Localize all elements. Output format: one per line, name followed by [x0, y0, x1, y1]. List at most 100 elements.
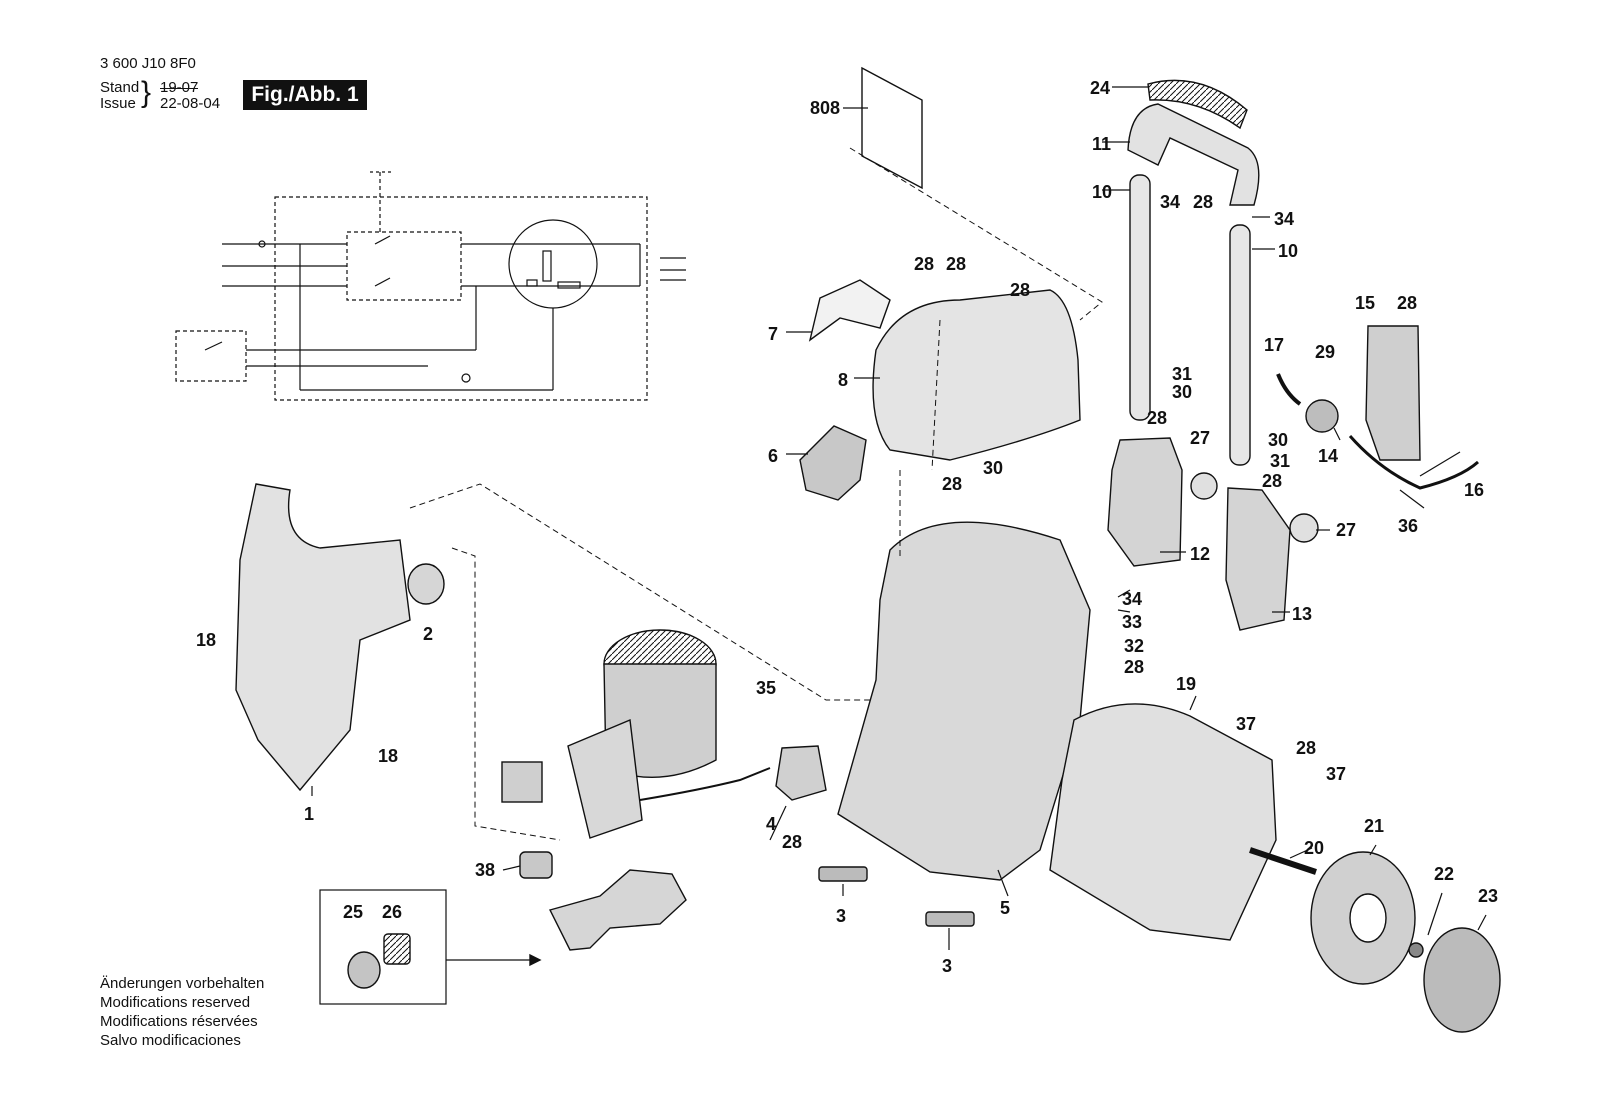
- callout-37: 37: [1236, 714, 1256, 734]
- part-27-roller-b: [1289, 513, 1319, 543]
- part-4-holder: [775, 745, 827, 801]
- callout-15: 15: [1355, 293, 1375, 313]
- part-25-coupling: [347, 951, 381, 989]
- callout-10: 10: [1278, 241, 1298, 261]
- callout-27: 27: [1336, 520, 1356, 540]
- callout-27: 27: [1190, 428, 1210, 448]
- note-line-en: Modifications reserved: [100, 994, 251, 1011]
- callout-33: 33: [1122, 612, 1142, 632]
- part-26-filter: [383, 933, 411, 965]
- assembly-lines: [409, 147, 1103, 841]
- figure-label: Fig./Abb. 1: [243, 80, 367, 110]
- callout-37: 37: [1326, 764, 1346, 784]
- callout-34: 34: [1122, 589, 1142, 609]
- switch-frame: [346, 231, 462, 301]
- callout-34: 34: [1160, 192, 1180, 212]
- part-13-bracket: [1225, 487, 1291, 631]
- callout-28: 28: [1124, 657, 1144, 677]
- part-5-main-frame: [837, 521, 1091, 881]
- callout-38: 38: [475, 860, 495, 880]
- note-line-es: Salvo modificaciones: [100, 1032, 241, 1049]
- part-11-handle: [1127, 103, 1260, 206]
- callout-36: 36: [1398, 516, 1418, 536]
- callout-26: 26: [382, 902, 402, 922]
- callout-10: 10: [1092, 182, 1112, 202]
- callout-28: 28: [1010, 280, 1030, 300]
- part-8-top-housing: [872, 289, 1081, 461]
- callout-30: 30: [983, 458, 1003, 478]
- pump-block: [567, 718, 643, 839]
- part-36-hose: [1348, 435, 1479, 490]
- part-10-tube-left: [1129, 174, 1151, 421]
- callout-29: 29: [1315, 342, 1335, 362]
- callout-2: 2: [423, 624, 433, 644]
- callout-28: 28: [942, 474, 962, 494]
- issue-value: 22-08-04: [160, 95, 221, 112]
- note-line-de: Änderungen vorbehalten: [100, 975, 265, 992]
- callout-28: 28: [914, 254, 934, 274]
- callout-31: 31: [1270, 451, 1290, 471]
- callout-30: 30: [1268, 430, 1288, 450]
- part-7-cover: [808, 279, 891, 342]
- schematic-frame: [274, 196, 648, 401]
- callout-25: 25: [343, 902, 363, 922]
- part-14-gauge: [1305, 399, 1339, 433]
- motor-symbol: [508, 219, 598, 309]
- callout-22: 22: [1434, 864, 1454, 884]
- document-number: 3 600 J10 8F0: [100, 55, 196, 72]
- part-27-roller-a: [1190, 472, 1218, 500]
- callout-28: 28: [1147, 408, 1167, 428]
- part-19-rear-cover: [1049, 703, 1277, 941]
- part-15-plate: [1365, 325, 1421, 461]
- part-3-foot-b: [925, 911, 975, 927]
- callout-19: 19: [1176, 674, 1196, 694]
- part-17-clip: [1276, 373, 1302, 406]
- callout-20: 20: [1304, 838, 1324, 858]
- callout-1: 1: [304, 804, 314, 824]
- callout-18: 18: [196, 630, 216, 650]
- wiring-schematic: [175, 171, 686, 401]
- callouts: 808 24 11 10 34 28 34 10 28 28 28 7 8 6 …: [196, 78, 1498, 976]
- callout-30: 30: [1172, 382, 1192, 402]
- part-10-tube-right: [1229, 224, 1251, 466]
- detail-box-25-26: [319, 889, 447, 1005]
- callout-6: 6: [768, 446, 778, 466]
- callout-11: 11: [1092, 134, 1111, 154]
- callout-5: 5: [1000, 898, 1010, 918]
- pressure-switch-frame: [175, 330, 247, 382]
- callout-35: 35: [756, 678, 776, 698]
- callout-32: 32: [1124, 636, 1144, 656]
- part-24-grip: [1147, 79, 1248, 130]
- callout-34: 34: [1274, 209, 1294, 229]
- callout-8: 8: [838, 370, 848, 390]
- callout-21: 21: [1364, 816, 1384, 836]
- callout-28: 28: [782, 832, 802, 852]
- callout-14: 14: [1318, 446, 1338, 466]
- callout-16: 16: [1464, 480, 1484, 500]
- part-1-front-cover: [235, 483, 411, 792]
- callout-24: 24: [1090, 78, 1110, 98]
- callout-28: 28: [1397, 293, 1417, 313]
- callout-28: 28: [1296, 738, 1316, 758]
- part-2-ring: [407, 563, 445, 605]
- stand-label: Stand: [100, 79, 140, 96]
- callout-23: 23: [1478, 886, 1498, 906]
- callout-13: 13: [1292, 604, 1312, 624]
- callout-7: 7: [768, 324, 778, 344]
- callout-12: 12: [1190, 544, 1210, 564]
- callout-31: 31: [1172, 364, 1192, 384]
- stand-value: 19-07: [160, 79, 199, 96]
- power-cord: [639, 767, 771, 801]
- part-23-hubcap: [1423, 927, 1501, 1033]
- part-12-bracket: [1107, 437, 1183, 567]
- callout-17: 17: [1264, 335, 1284, 355]
- callout-18: 18: [378, 746, 398, 766]
- part-38-pump-head: [548, 869, 687, 951]
- callout-3: 3: [942, 956, 952, 976]
- part-38-fitting: [519, 851, 553, 879]
- callout-28: 28: [1193, 192, 1213, 212]
- part-808-label-sheet: [861, 66, 923, 190]
- part-20-axle: [1249, 847, 1317, 875]
- callout-28: 28: [946, 254, 966, 274]
